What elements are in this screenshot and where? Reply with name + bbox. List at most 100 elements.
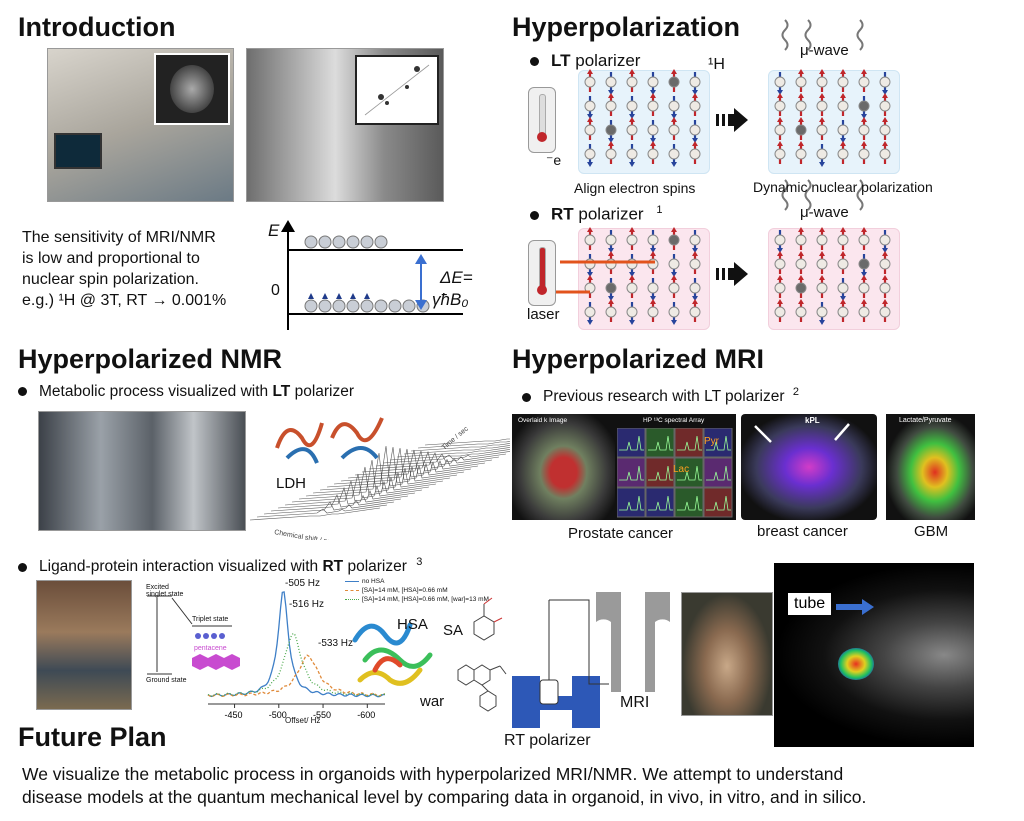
spin-icon	[879, 72, 891, 95]
spin-icon	[774, 299, 786, 322]
spectral-cell	[674, 457, 704, 488]
spin-icon	[668, 96, 680, 119]
spin-icon	[668, 254, 680, 277]
spin-icon	[816, 69, 828, 92]
spin-icon	[795, 117, 807, 140]
spin-icon	[668, 275, 680, 298]
spin-icon	[879, 251, 891, 274]
spin-icon	[816, 275, 828, 298]
spin-icon	[795, 93, 807, 116]
spin-icon	[837, 93, 849, 116]
ldh-protein-structure	[272, 408, 392, 468]
mouse-mri-image: tube	[774, 563, 974, 747]
nmr-bullet-2: Ligand-protein interaction visualized wi…	[18, 556, 422, 576]
spin-icon	[774, 93, 786, 116]
rt-polarizer-photo	[36, 580, 132, 710]
bullet-icon	[18, 562, 27, 572]
microwave-icon	[781, 179, 789, 211]
spin-down-row	[304, 235, 388, 249]
spin-icon	[816, 302, 828, 325]
spin-icon	[689, 120, 701, 143]
spin-icon	[605, 230, 617, 253]
spin-icon	[795, 275, 807, 298]
spin-icon	[647, 72, 659, 95]
microwave-icon	[856, 179, 864, 211]
gbm-label: GBM	[914, 523, 949, 540]
spin-icon	[668, 302, 680, 325]
peak-label-516: -516 Hz	[289, 599, 325, 610]
spin-icon	[647, 230, 659, 253]
spin-icon	[837, 141, 849, 164]
pentacene-label: pentacene	[194, 645, 227, 652]
bullet-icon	[530, 210, 539, 220]
spin-icon	[774, 251, 786, 274]
lt-polarizer-heading: LT polarizer	[530, 51, 640, 71]
mouse-photo	[681, 592, 773, 716]
spin-icon	[837, 227, 849, 250]
spin-icon	[837, 69, 849, 92]
x-tick-label: -450	[225, 710, 243, 720]
spin-icon	[668, 227, 680, 250]
spin-up-row	[304, 293, 430, 313]
nmr-spectrum-inset	[355, 55, 439, 125]
microwave-icon	[804, 19, 812, 51]
energy-level-diagram: Excited singlet state Triplet state Grou…	[132, 584, 242, 694]
spectral-cell	[645, 428, 675, 458]
spin-icon	[605, 72, 617, 95]
spectral-cell	[645, 487, 675, 518]
spin-icon	[795, 141, 807, 164]
triplet-state-label: Triplet state	[192, 616, 229, 623]
mri-label: MRI	[620, 694, 650, 711]
chart-legend: no HSA [SA]=14 mM, [HSA]=0.66 mM [SA]=14…	[345, 577, 495, 604]
mri-scanner-photo	[47, 48, 234, 202]
spin-icon	[647, 141, 659, 164]
spin-icon	[647, 93, 659, 116]
h1-label: ¹H	[708, 56, 725, 73]
spin-icon	[626, 227, 638, 250]
spin-icon	[626, 302, 638, 325]
rt-polarizer-setup-diagram	[512, 592, 670, 728]
spectral-cell	[674, 487, 704, 518]
future-text: We visualize the metabolic process in or…	[22, 764, 867, 807]
spin-icon	[879, 117, 891, 140]
breast-label: breast cancer	[757, 523, 848, 540]
spin-icon	[774, 72, 786, 95]
svg-text:Chemical shift / ppm: Chemical shift / ppm	[274, 529, 338, 540]
spin-icon	[858, 141, 870, 164]
spin-icon	[879, 275, 891, 298]
rt-polarizer-label: RT polarizer	[504, 732, 591, 749]
mri-title: Hyperpolarized MRI	[512, 344, 765, 374]
spin-icon	[626, 144, 638, 167]
spin-icon	[668, 69, 680, 92]
hsa-protein-structure	[352, 622, 433, 686]
spin-icon	[584, 69, 596, 92]
spin-icon	[605, 93, 617, 116]
spin-icon	[626, 275, 638, 298]
nmr-title: Hyperpolarized NMR	[18, 344, 283, 374]
laser-label: laser	[527, 306, 560, 323]
tube-arrow-icon	[836, 599, 874, 615]
prostate-overlay-image: Overlaid k Image	[512, 414, 615, 520]
peak-label-505: -505 Hz	[285, 578, 321, 589]
breast-cancer-image: kPL	[741, 414, 877, 520]
hsa-label: HSA	[397, 616, 428, 633]
spin-icon	[858, 227, 870, 250]
intro-text: The sensitivity of MRI/NMR is low and pr…	[22, 229, 227, 309]
x-axis-label: Offset/ Hz	[285, 716, 321, 725]
legend-item: [SA]=14 mM, [HSA]=0.66 mM	[345, 586, 495, 595]
spectral-cell	[703, 487, 733, 518]
nmr-bullet-1: Metabolic process visualized with LT pol…	[18, 383, 354, 401]
spin-icon	[879, 141, 891, 164]
spin-icon	[816, 227, 828, 250]
gbm-image: Lactate/Pyruvate	[886, 414, 975, 520]
spin-icon	[689, 251, 701, 274]
spectral-cell	[645, 457, 675, 488]
spin-icon	[668, 117, 680, 140]
intro-title: Introduction	[18, 12, 176, 42]
spin-icon	[816, 251, 828, 274]
spin-icon	[774, 275, 786, 298]
mu-wave-label-1: μ-wave	[800, 42, 849, 59]
energy-axis-label: E	[268, 221, 280, 240]
spin-icon	[795, 299, 807, 322]
ldh-spectra-stack: Time / sec Chemical shift / ppm	[249, 425, 510, 540]
